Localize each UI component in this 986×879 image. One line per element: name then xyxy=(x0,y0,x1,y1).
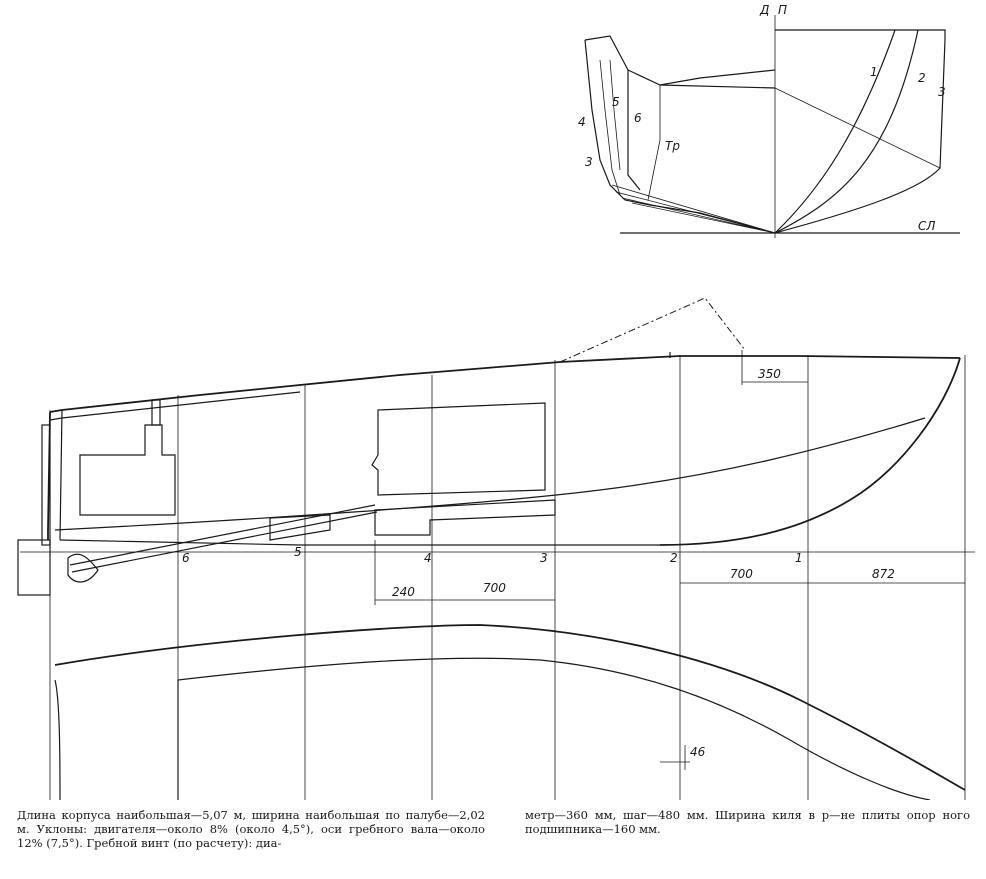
dimension-240-700: 240 700 xyxy=(374,540,555,605)
dimension-700-872: 700 872 xyxy=(680,567,965,584)
sheer-line-inner xyxy=(49,391,301,421)
rudder xyxy=(17,539,51,596)
transom-plan xyxy=(54,679,61,800)
chine-line-profile xyxy=(54,417,926,531)
label-section-3-left: 3 xyxy=(585,155,593,169)
transom-inner xyxy=(59,409,63,541)
body-plan: Д П СЛ 1 2 3 4 5 6 3 Тр xyxy=(578,3,960,238)
fuel-tank xyxy=(79,424,176,516)
label-p: П xyxy=(778,3,787,17)
label-section-1: 1 xyxy=(870,65,878,79)
section-4-left xyxy=(599,59,621,196)
label-section-2: 2 xyxy=(918,71,926,85)
frame-label-3: 3 xyxy=(540,551,548,565)
chine-line xyxy=(774,87,941,169)
sheer-line xyxy=(49,355,961,413)
frame-label-2: 2 xyxy=(670,551,678,565)
label-d: Д xyxy=(759,3,769,17)
deck-line-left xyxy=(659,84,776,89)
label-tr: Тр xyxy=(665,139,680,153)
frame-stations xyxy=(49,355,966,800)
deck-plan-outline xyxy=(54,624,966,791)
buttock-fan xyxy=(611,184,776,234)
label-section-3: 3 xyxy=(938,85,946,99)
deck-edge-right xyxy=(775,29,946,40)
stern-upper-corner xyxy=(584,35,629,80)
propeller xyxy=(67,553,99,583)
filler-neck xyxy=(151,399,161,426)
transom-side xyxy=(627,80,641,191)
section-tr xyxy=(647,85,661,201)
cockpit-coaming xyxy=(177,657,931,800)
frame-label-1: 1 xyxy=(795,551,803,565)
section-3 xyxy=(774,39,946,234)
caption-left: Длина корпуса наибольшая—5,07 м, ширина … xyxy=(17,808,485,850)
engine-block xyxy=(371,402,546,496)
section-1 xyxy=(774,29,896,234)
stem-keel xyxy=(659,357,961,546)
dimension-350: 350 xyxy=(741,350,808,385)
section-5-left xyxy=(609,59,621,171)
frame-label-5: 5 xyxy=(294,545,302,559)
svg-text:700: 700 xyxy=(483,581,506,595)
frame-label-6: 6 xyxy=(182,551,190,565)
svg-text:700: 700 xyxy=(730,567,753,581)
svg-text:350: 350 xyxy=(758,367,781,381)
stern-outline xyxy=(584,39,776,234)
svg-text:46: 46 xyxy=(690,745,706,759)
frame-label-4: 4 xyxy=(424,551,432,565)
caption-right: метр—360 мм, шаг—480 мм. Ширина киля в р… xyxy=(525,808,970,836)
svg-text:872: 872 xyxy=(872,567,895,581)
hull-lines-drawing: Д П СЛ 1 2 3 4 5 6 3 Тр xyxy=(17,3,975,800)
label-section-6: 6 xyxy=(634,111,642,125)
section-2 xyxy=(774,29,919,234)
svg-text:240: 240 xyxy=(392,585,415,599)
label-section-4: 4 xyxy=(578,115,586,129)
transom-line xyxy=(47,411,51,540)
stern-tube xyxy=(269,514,331,541)
profile-view: 6 5 4 3 2 1 350 240 700 700 872 xyxy=(17,297,975,800)
windshield-outline xyxy=(559,297,746,363)
label-cl: СЛ xyxy=(918,219,935,233)
transom-top-edge xyxy=(627,69,776,86)
stern-post xyxy=(41,424,51,546)
engine-bed xyxy=(374,499,556,536)
dimension-46: 46 xyxy=(660,745,706,770)
label-section-5: 5 xyxy=(612,95,620,109)
bottom-line xyxy=(59,539,660,546)
